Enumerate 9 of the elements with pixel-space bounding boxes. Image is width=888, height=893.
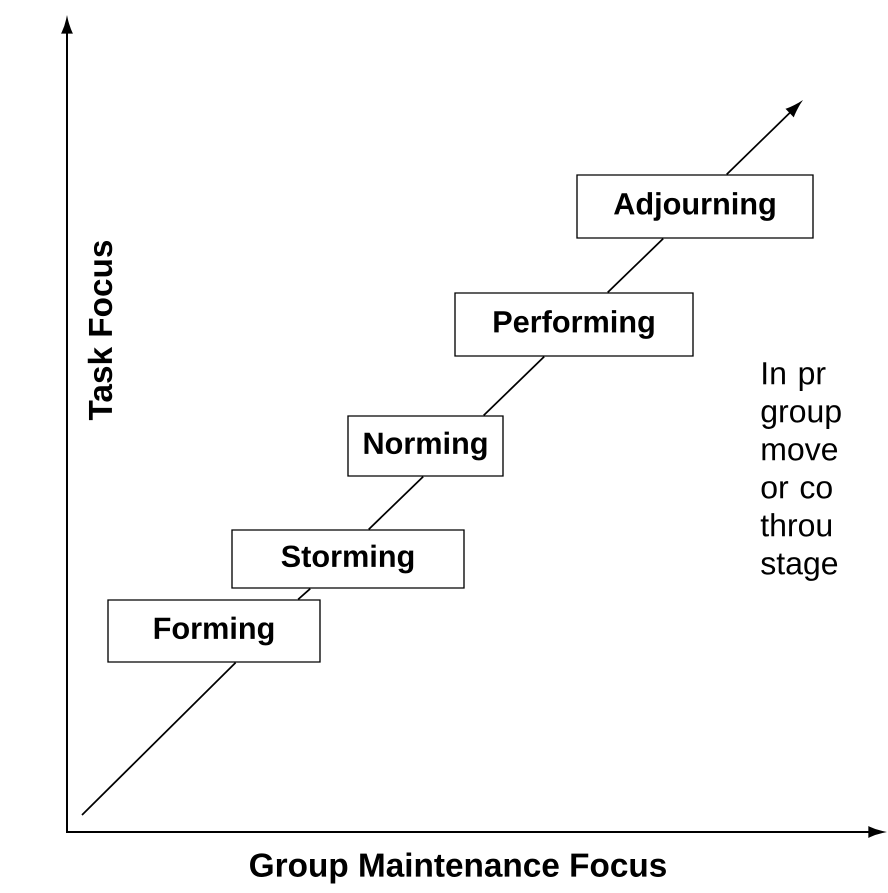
axis-label: Group Maintenance Focus [250, 852, 666, 884]
arrow [726, 102, 801, 175]
axis-label: Task Focus [88, 240, 112, 420]
stage-box: Forming [107, 599, 321, 663]
stage-box: Performing [454, 292, 694, 357]
description-text: In pr group move or co throu stage [760, 362, 841, 581]
stage-box: Norming [347, 415, 504, 477]
stage-box: Adjourning [576, 174, 814, 239]
stage-box: Storming [231, 529, 465, 589]
